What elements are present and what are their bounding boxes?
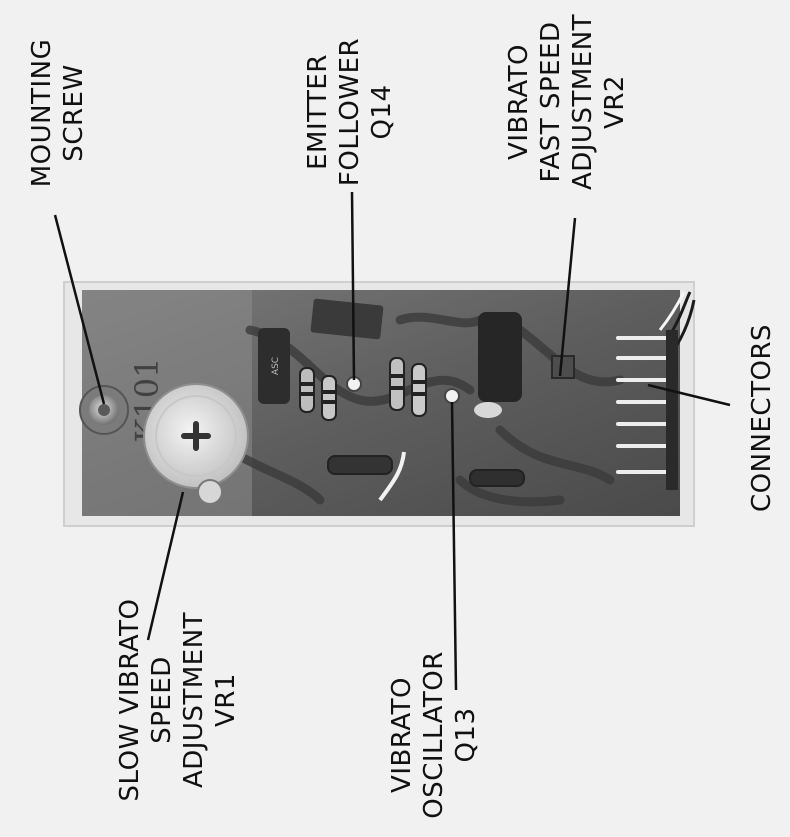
label-vibrato-oscillator: VIBRATO OSCILLATOR Q13 <box>387 651 481 819</box>
label-connectors: CONNECTORS <box>747 323 777 513</box>
svg-text:ASC: ASC <box>271 357 281 375</box>
label-vibrato-fast-speed: VIBRATO FAST SPEED ADJUSTMENT VR2 <box>504 13 630 191</box>
label-emitter-follower: EMITTER FOLLOWER Q14 <box>303 37 397 187</box>
leader-vibrato-fast <box>558 217 577 377</box>
leader-lines <box>53 191 731 691</box>
potentiometer-vr1 <box>143 383 249 505</box>
trimpot-vr2 <box>551 355 575 379</box>
mounting-screw <box>79 385 129 435</box>
leader-vibrato-oscillator <box>450 401 458 691</box>
transistor-q13 <box>444 388 460 404</box>
capacitor-left: ASC <box>258 328 290 404</box>
resistors <box>299 357 525 487</box>
label-mounting-screw: MOUNTING SCREW <box>27 38 89 188</box>
label-slow-vibrato-speed: SLOW VIBRATO SPEED ADJUSTMENT VR1 <box>115 598 241 802</box>
connector-pins <box>616 336 670 474</box>
leader-emitter-follower <box>350 191 356 381</box>
leader-slow-vibrato <box>146 491 185 641</box>
leader-mounting-screw <box>53 214 106 405</box>
leader-connectors <box>647 383 731 407</box>
capacitor-right <box>474 312 522 418</box>
